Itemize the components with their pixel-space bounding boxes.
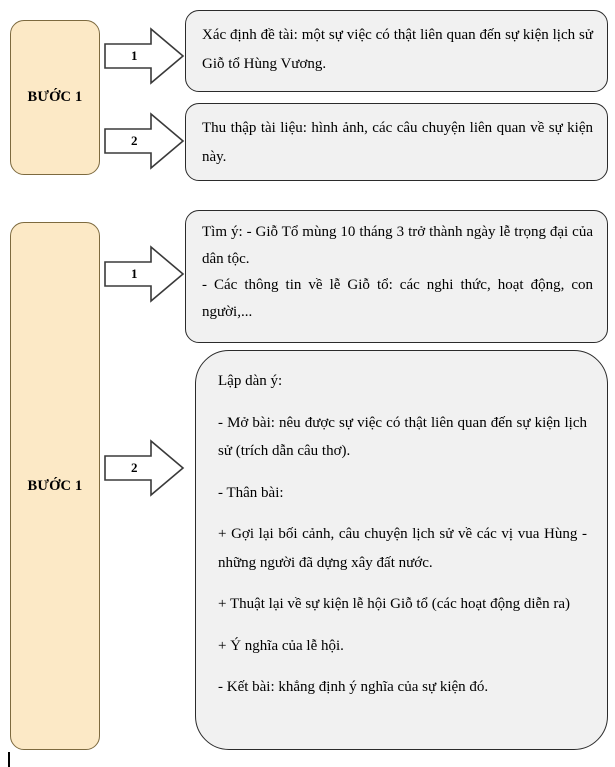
content-box-3-line-1: Tìm ý: - Giỗ Tổ mùng 10 tháng 3 trở thàn… [202,224,593,267]
content-box-2[interactable]: Thu thập tài liệu: hình ảnh, các câu chu… [185,103,608,181]
arrow-1-1[interactable]: 1 [103,25,185,87]
step-box-2-label: BƯỚC 1 [27,477,83,494]
content-box-1[interactable]: Xác định đề tài: một sự việc có thật liê… [185,10,608,92]
content-box-4-line-1: Lập dàn ý: [218,373,283,389]
arrow-shape-icon [104,439,185,497]
content-box-4-line-3: - Thân bài: [218,484,284,501]
arrow-shape-icon [104,245,185,303]
arrow-2-1[interactable]: 1 [103,243,185,305]
content-box-1-line-1: Xác định đề tài: một sự việc có thật liê… [202,27,593,73]
content-box-4-line-5: + Thuật lại về sự kiện lễ hội Giỗ tổ (cá… [218,596,571,612]
step-box-1[interactable]: BƯỚC 1 [10,20,100,175]
content-box-3[interactable]: Tìm ý: - Giỗ Tổ mùng 10 tháng 3 trở thàn… [185,210,608,343]
arrow-1-2[interactable]: 2 [103,110,185,172]
step-box-1-label: BƯỚC 1 [27,89,83,105]
content-box-4[interactable]: Lập dàn ý: - Mở bài: nêu được sự việc có… [195,350,608,750]
content-box-3-line-2: - Các thông tin về lễ Giỗ tổ: các nghi t… [202,277,593,321]
arrow-shape-icon [104,27,185,85]
text-cursor-tick [8,752,10,767]
arrow-2-2[interactable]: 2 [103,437,185,499]
content-box-4-line-2: - Mở bài: nêu được sự việc có thật liên … [218,414,587,460]
arrow-shape-icon [104,112,185,170]
content-box-4-line-6: + Ý nghĩa của lễ hội. [218,637,344,654]
content-box-2-line-1: Thu thập tài liệu: hình ảnh, các câu chu… [202,120,593,166]
content-box-4-line-4: + Gợi lại bối cảnh, câu chuyện lịch sử v… [218,526,587,571]
step-box-2[interactable]: BƯỚC 1 [10,222,100,750]
content-box-4-line-7: - Kết bài: khẳng định ý nghĩa của sự kiệ… [218,679,489,695]
